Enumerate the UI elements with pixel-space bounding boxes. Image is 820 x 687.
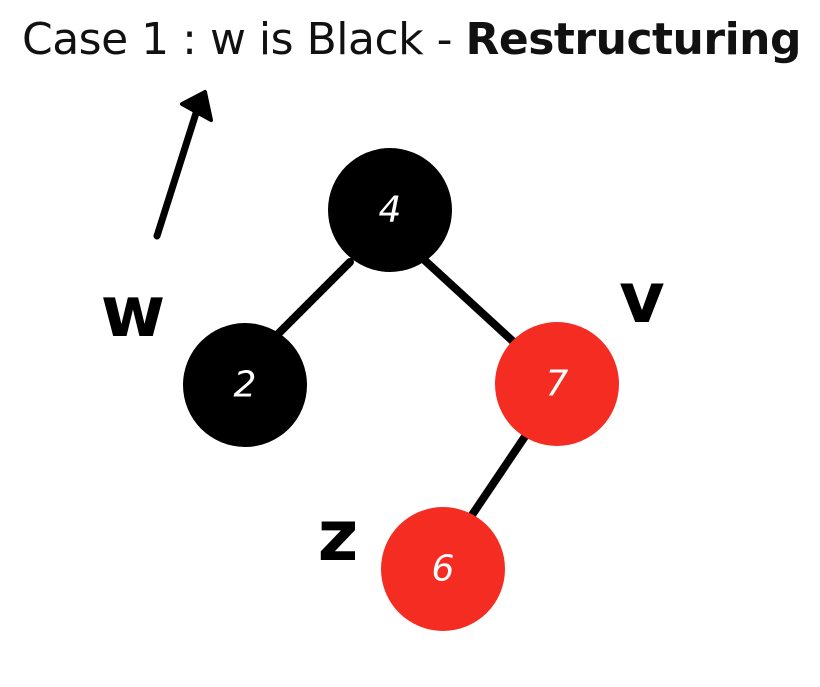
tree-node-2: 2: [183, 323, 307, 447]
tag-z: z: [318, 495, 359, 577]
tree-node-6: 6: [381, 507, 505, 631]
tree-node-4: 4: [328, 148, 452, 272]
edge-4-2: [264, 258, 354, 348]
tree-edges: [264, 252, 532, 522]
tree-node-7: 7: [495, 322, 619, 446]
title-prefix: Case 1 : w is Black -: [22, 14, 466, 65]
node-label-2: 2: [234, 365, 257, 406]
arrow-up-right-icon: [153, 90, 213, 240]
node-label-4: 4: [379, 190, 402, 231]
node-label-6: 6: [432, 549, 455, 590]
tag-w: w: [101, 271, 166, 353]
edge-7-6: [466, 428, 532, 522]
title-emphasis: Restructuring: [465, 14, 801, 65]
tag-v: v: [619, 257, 665, 339]
edge-4-7: [416, 252, 522, 350]
diagram-title: Case 1 : w is Black - Restructuring: [22, 14, 801, 65]
node-label-7: 7: [546, 364, 569, 405]
